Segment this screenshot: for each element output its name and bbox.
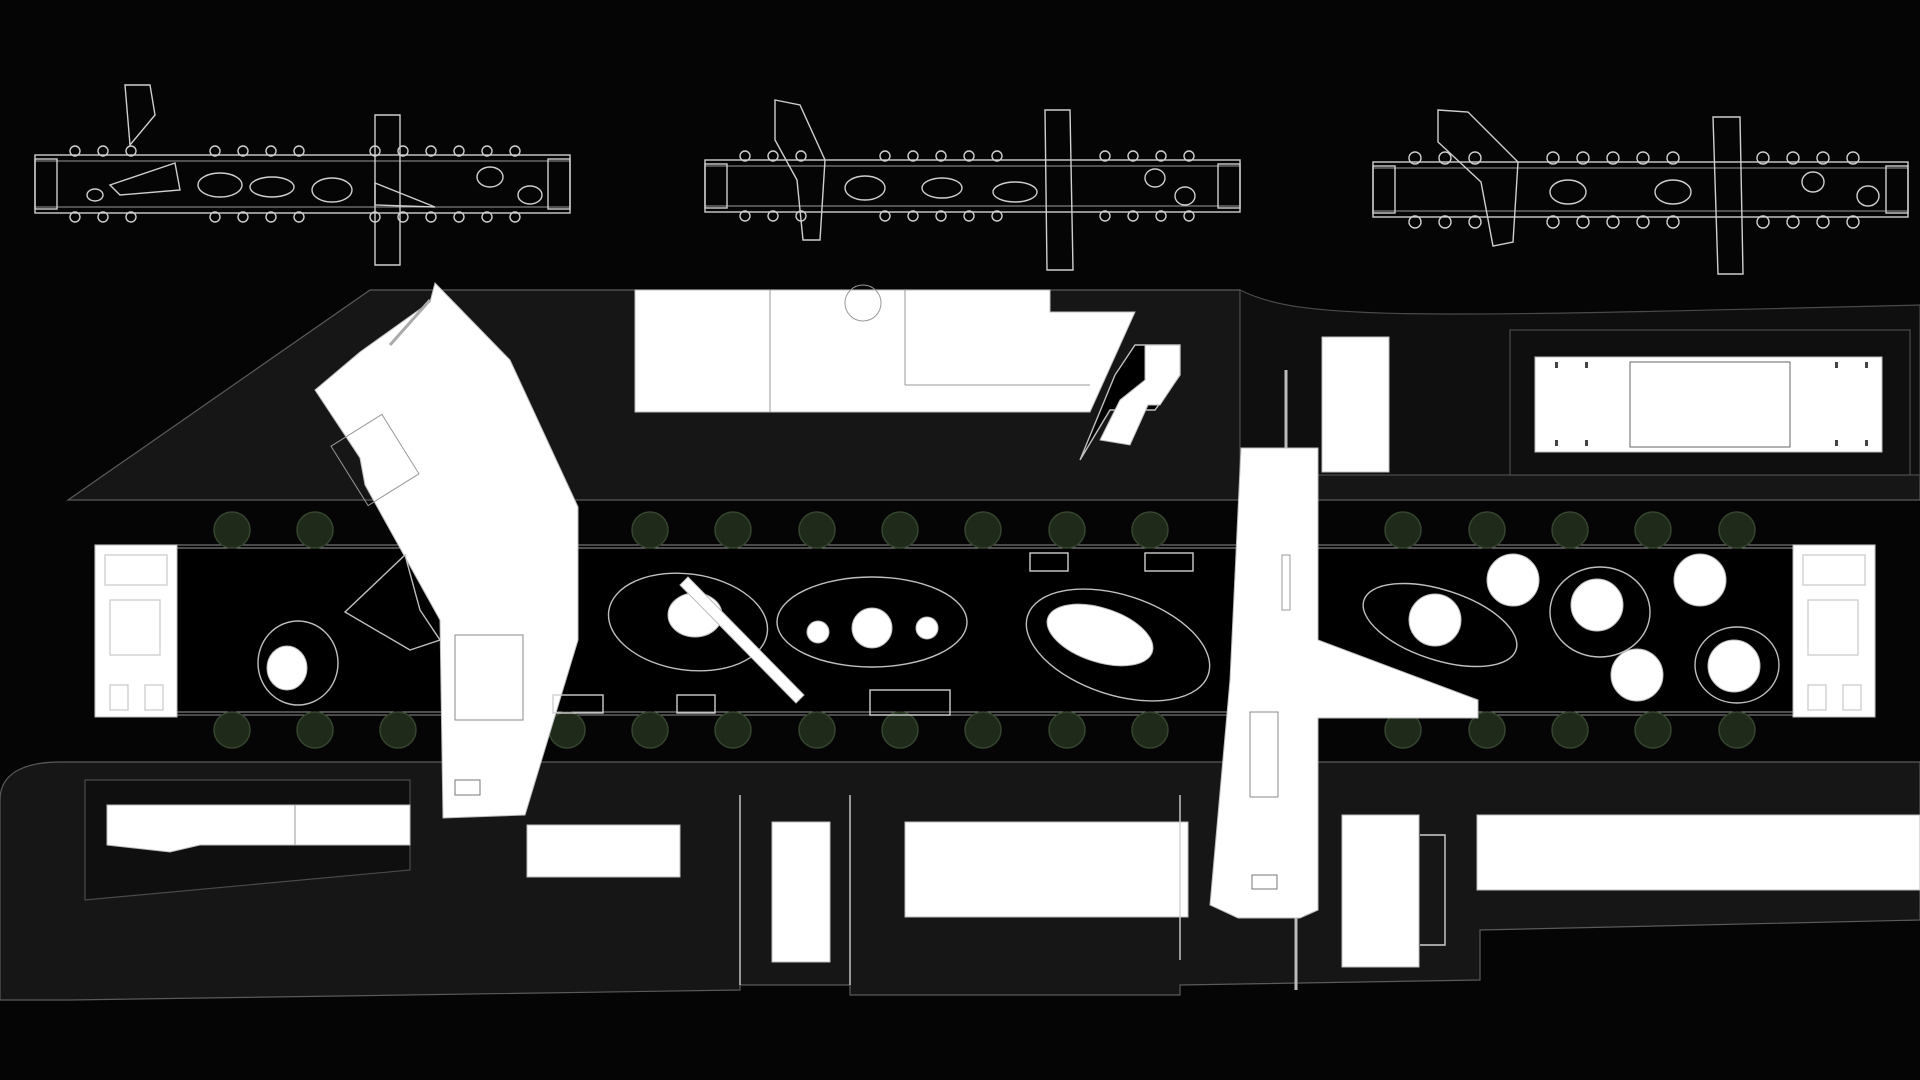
west-end-pavilion [94, 544, 178, 718]
upper-right-tower [1321, 336, 1390, 473]
upper-large-building [634, 284, 1136, 413]
tree-row-top [213, 511, 1756, 549]
mini-plan-2 [704, 99, 1241, 271]
lower-buildings [106, 795, 1920, 985]
small-kiosks [552, 552, 1194, 716]
tree-row-bottom [213, 711, 1756, 749]
east-vertical-tower [1209, 370, 1479, 990]
west-bent-tower [314, 282, 579, 819]
east-end-pavilion [1792, 544, 1876, 718]
courtyards [257, 553, 1780, 706]
mini-plan-3 [1372, 109, 1909, 275]
diagonal-bridge [679, 576, 805, 704]
upper-right-hall [1534, 356, 1883, 453]
mini-plan-1 [34, 84, 571, 266]
stepped-building [1079, 344, 1181, 461]
